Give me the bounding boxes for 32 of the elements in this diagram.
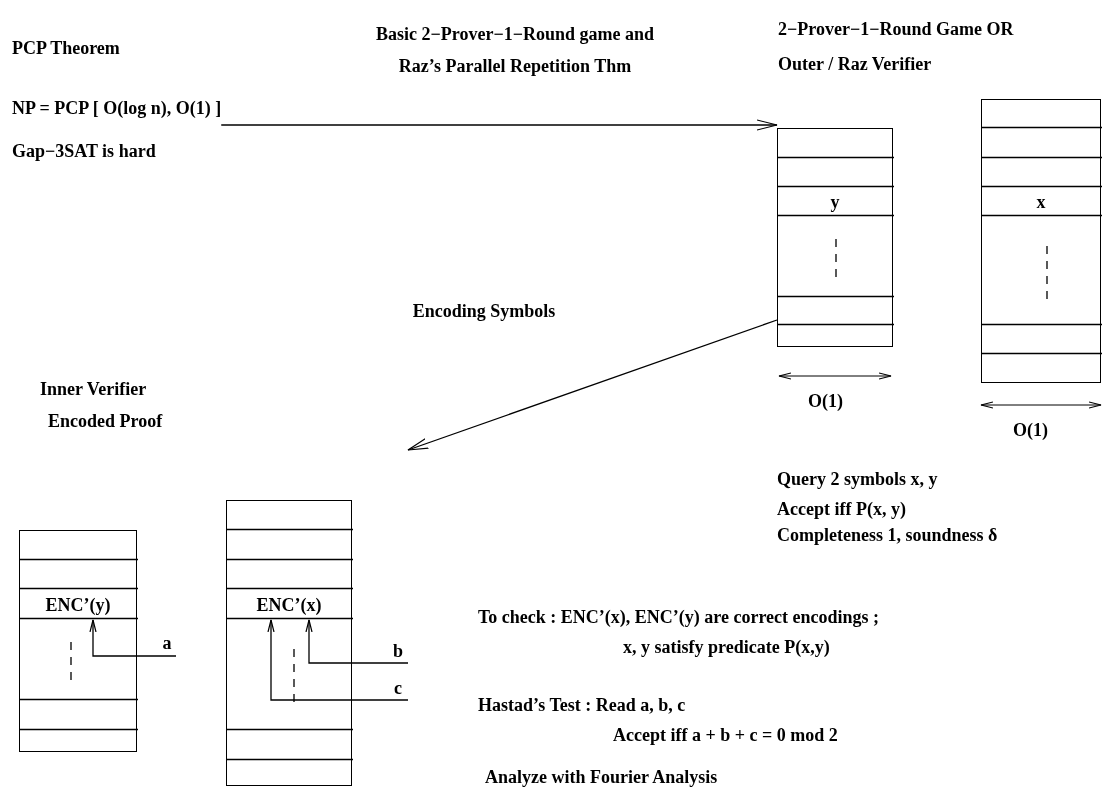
proof-table xyxy=(226,500,352,786)
edge-label: Basic 2−Prover−1−Round game and Raz’s Parallel Repetition Thm xyxy=(375,23,655,78)
callout-letter: b xyxy=(388,640,408,663)
arrow xyxy=(407,319,778,451)
subheading-text: Encoded Proof xyxy=(48,410,163,432)
encoding-label: ENC’(y) xyxy=(20,590,136,620)
dimension-label: O(1) xyxy=(808,390,843,412)
edge-label: Encoding Symbols xyxy=(411,300,557,322)
heading-text: PCP Theorem xyxy=(12,37,120,59)
proof-table xyxy=(19,530,137,752)
dimension-label: O(1) xyxy=(1013,419,1048,441)
leader-line xyxy=(305,619,409,664)
proof-table xyxy=(981,99,1101,383)
proof-table xyxy=(777,128,893,347)
heading-text: 2−Prover−1−Round Game OR Outer / Raz Verifier xyxy=(778,18,1015,76)
note-text: Hastad’s Test : Read a, b, c Accept iff a + b + c = 0 mod 2 xyxy=(478,694,839,747)
note-text: Accept iff P(x, y) xyxy=(777,498,906,520)
leader-line xyxy=(267,619,409,701)
arrow xyxy=(220,119,778,131)
note-text: Analyze with Fourier Analysis xyxy=(485,766,718,788)
callout-letter: a xyxy=(158,632,176,656)
statement-text: Gap−3SAT is hard xyxy=(12,140,156,162)
heading-text: Inner Verifier xyxy=(40,378,147,400)
note-text: Query 2 symbols x, y xyxy=(777,468,938,490)
callout-letter: c xyxy=(388,677,408,700)
leader-line xyxy=(89,619,177,657)
symbol-label: x xyxy=(982,188,1100,217)
note-text: Completeness 1, soundness δ xyxy=(777,524,998,546)
equation-text: NP = PCP [ O(log n), O(1) ] xyxy=(12,97,222,119)
encoding-label: ENC’(x) xyxy=(227,590,351,620)
symbol-label: y xyxy=(778,188,892,217)
note-text: To check : ENC’(x), ENC’(y) are correct encodings ; x, y satisfy predicate P(x,y) xyxy=(478,606,881,659)
